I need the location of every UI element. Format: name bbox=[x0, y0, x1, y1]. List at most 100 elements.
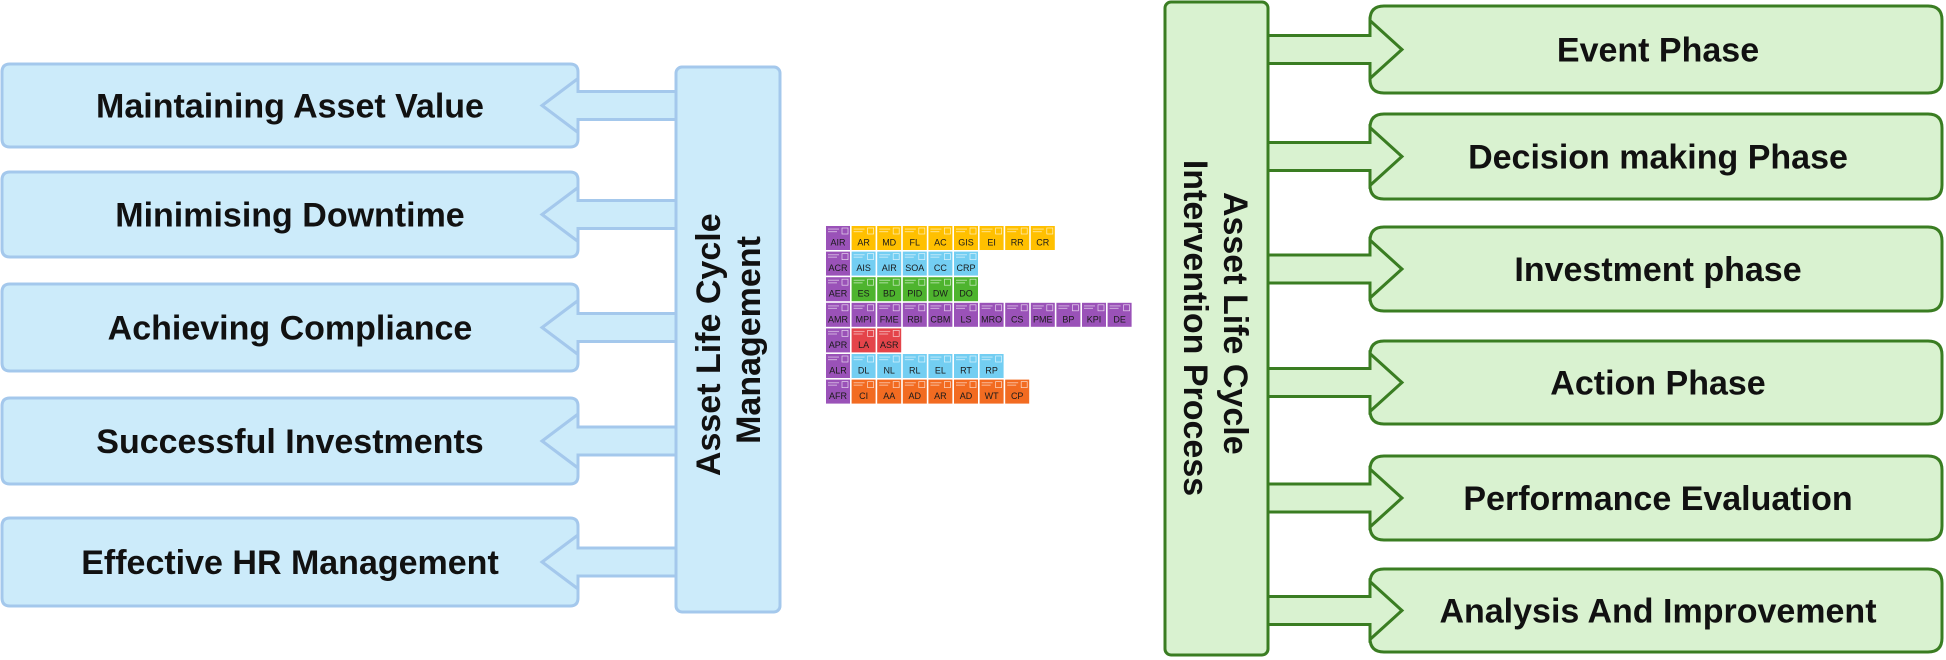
tile-caption-line bbox=[879, 282, 889, 284]
tile: RR bbox=[1005, 226, 1030, 250]
tile-caption-line bbox=[904, 307, 914, 309]
tile-caption-line bbox=[879, 228, 891, 230]
tile-icon bbox=[1046, 304, 1054, 312]
tile-caption-line bbox=[828, 333, 837, 335]
tile-row-head: AIR bbox=[826, 226, 850, 250]
tile-background bbox=[826, 302, 850, 327]
tile-abbreviation: EL bbox=[935, 366, 946, 376]
tile-background bbox=[979, 354, 1004, 378]
tile-caption-line bbox=[853, 307, 863, 309]
tile-background bbox=[877, 354, 902, 378]
tile-background bbox=[928, 302, 953, 327]
tile: MPI bbox=[851, 302, 876, 327]
tile-background bbox=[851, 379, 876, 404]
tile-background bbox=[928, 354, 953, 378]
left-bar-line-2: Management bbox=[730, 236, 768, 444]
tile-abbreviation: AFR bbox=[829, 391, 848, 401]
tile-background bbox=[902, 226, 927, 250]
tile-background bbox=[928, 251, 953, 276]
tile-abbreviation: SOA bbox=[905, 263, 924, 273]
tile-caption-line bbox=[1109, 307, 1119, 309]
tile-icon bbox=[969, 355, 977, 363]
tile-abbreviation: CI bbox=[859, 391, 868, 401]
tile-abbreviation: CC bbox=[934, 263, 947, 273]
tile-caption-line bbox=[981, 382, 993, 384]
tile: ASR bbox=[877, 328, 902, 353]
left-callout-label: Achieving Compliance bbox=[108, 310, 473, 348]
tile-abbreviation: DE bbox=[1113, 314, 1126, 324]
tile-caption-line bbox=[879, 333, 889, 335]
tile-caption-line bbox=[904, 356, 916, 358]
tile-caption-line bbox=[956, 384, 965, 386]
tile-background bbox=[851, 251, 876, 276]
tile: AC bbox=[928, 226, 953, 250]
tile-abbreviation: ES bbox=[858, 289, 870, 299]
right-callout-label: Investment phase bbox=[1514, 251, 1801, 289]
tile-caption-line bbox=[853, 231, 863, 233]
tile-caption-line bbox=[879, 356, 891, 358]
right-callout-box bbox=[1368, 225, 1944, 313]
tile-icon bbox=[841, 227, 849, 235]
tile-caption-line bbox=[956, 359, 965, 361]
tile-icon bbox=[1020, 381, 1028, 388]
tile-background bbox=[1107, 302, 1132, 327]
tile-caption-line bbox=[930, 382, 942, 384]
tile-caption-line bbox=[930, 307, 940, 309]
tile-background bbox=[928, 226, 953, 250]
tile-background bbox=[979, 226, 1004, 250]
tile-background bbox=[954, 379, 978, 404]
tile-abbreviation: AD bbox=[960, 391, 973, 401]
tile-background bbox=[928, 379, 953, 404]
tile-row-head: ACR bbox=[826, 251, 850, 276]
tile-abbreviation: CR bbox=[1036, 238, 1049, 248]
tile-caption-line bbox=[1032, 228, 1044, 230]
tile-background bbox=[1030, 226, 1055, 250]
tile-caption-line bbox=[904, 254, 916, 256]
tile-caption-line bbox=[904, 359, 914, 361]
tile-caption-line bbox=[1007, 307, 1017, 309]
tile-abbreviation: ACR bbox=[828, 263, 848, 273]
tile-caption-line bbox=[1007, 305, 1019, 307]
tile-abbreviation: MD bbox=[882, 238, 896, 248]
tile: LS bbox=[954, 302, 978, 327]
tile-caption-line bbox=[1058, 305, 1070, 307]
tile-caption-line bbox=[930, 256, 940, 258]
tile-background bbox=[954, 251, 978, 276]
tile-row-head: AER bbox=[826, 277, 850, 302]
left-callout-box bbox=[0, 170, 580, 259]
tile: RL bbox=[902, 354, 927, 378]
right-callout-box bbox=[1368, 112, 1944, 201]
tile-abbreviation: GIS bbox=[958, 238, 974, 248]
tile-background bbox=[851, 277, 876, 302]
tile: FME bbox=[877, 302, 902, 327]
tile: BD bbox=[877, 277, 902, 302]
tile-caption-line bbox=[930, 231, 940, 233]
tile: CS bbox=[1005, 302, 1030, 327]
right-callout-label: Analysis And Improvement bbox=[1439, 593, 1876, 631]
tile-caption-line bbox=[853, 356, 865, 358]
tile-caption-line bbox=[853, 305, 865, 307]
tile-icon bbox=[867, 355, 874, 363]
tile-abbreviation: AIR bbox=[830, 238, 846, 248]
tile-abbreviation: KPI bbox=[1087, 314, 1102, 324]
tile-icon bbox=[918, 227, 926, 235]
tile: MRO bbox=[979, 302, 1004, 327]
tile-icon bbox=[944, 227, 951, 235]
tile-caption-line bbox=[1032, 231, 1042, 233]
tile: DE bbox=[1107, 302, 1132, 327]
tile-abbreviation: AA bbox=[883, 391, 895, 401]
tile-caption-line bbox=[853, 254, 865, 256]
tile-icon bbox=[1020, 304, 1028, 312]
tile-background bbox=[902, 302, 927, 327]
tile-caption-line bbox=[879, 254, 891, 256]
tile-icon bbox=[944, 381, 951, 388]
tile-background bbox=[954, 226, 978, 250]
tile-abbreviation: DL bbox=[858, 366, 870, 376]
tile-caption-line bbox=[956, 254, 967, 256]
tile-icon bbox=[918, 304, 926, 312]
tile-background bbox=[877, 302, 902, 327]
